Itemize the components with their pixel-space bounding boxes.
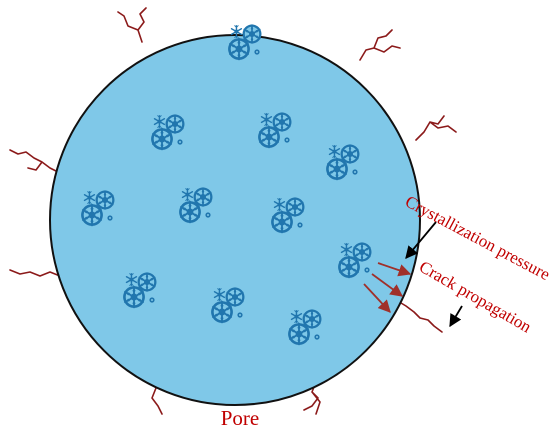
crystallization-pointer-arrow (405, 221, 437, 259)
crack-right-upper (415, 115, 457, 141)
crack-pointer-arrow (449, 305, 463, 328)
crack-left-upper (9, 149, 59, 173)
pressure-arrows (363, 262, 412, 313)
pressure-arrow (377, 262, 412, 277)
pointer-arrows (405, 221, 463, 328)
pore-label: Pore (221, 406, 260, 430)
crack-top-left (117, 7, 147, 43)
crack-right-lower (395, 299, 443, 333)
pressure-arrow (363, 283, 391, 313)
pore-circle (49, 34, 421, 406)
pressure-arrow (371, 273, 404, 297)
crack-top-right (359, 29, 401, 61)
